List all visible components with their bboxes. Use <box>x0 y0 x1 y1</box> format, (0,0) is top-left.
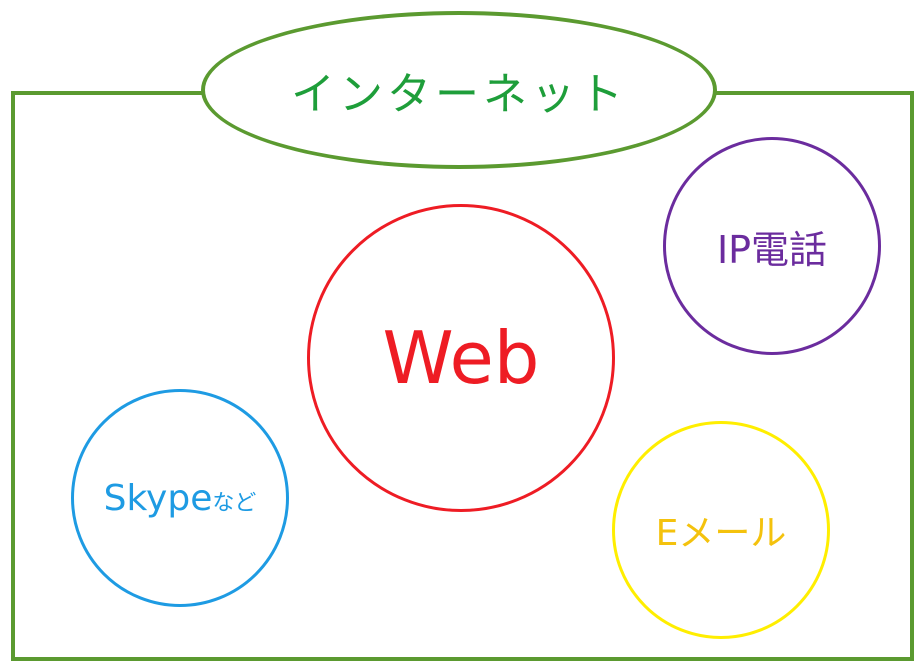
skype-suffix-text: など <box>212 490 257 516</box>
email-circle: Eメール <box>612 421 830 639</box>
ip-phone-label: IP電話 <box>716 227 828 272</box>
diagram-title: インターネット <box>291 69 627 120</box>
skype-label: Skypeなど <box>104 478 257 519</box>
web-label: Web <box>382 316 540 400</box>
web-circle: Web <box>307 204 615 512</box>
skype-main-text: Skype <box>103 477 213 519</box>
email-label: Eメール <box>655 513 787 554</box>
title-ellipse: インターネット <box>201 11 717 169</box>
skype-circle: Skypeなど <box>71 389 289 607</box>
ip-phone-circle: IP電話 <box>663 137 881 355</box>
